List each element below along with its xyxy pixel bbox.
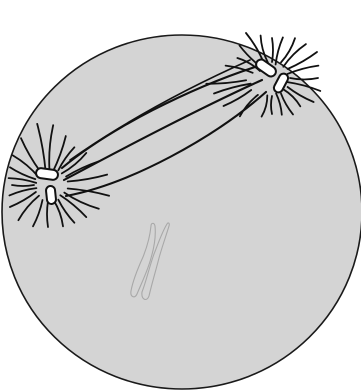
cell-body [2,35,361,389]
upper-pole-ray-6 [281,38,295,62]
left-pole-ray-16 [47,201,48,227]
upper-pole-ray-4 [272,38,273,62]
centriole-left-a [35,168,58,181]
upper-pole-ray-10 [290,78,318,80]
left-pole-ray-21 [12,185,34,186]
upper-pole-ray-16 [271,96,272,114]
centriole-left-b [46,186,57,205]
